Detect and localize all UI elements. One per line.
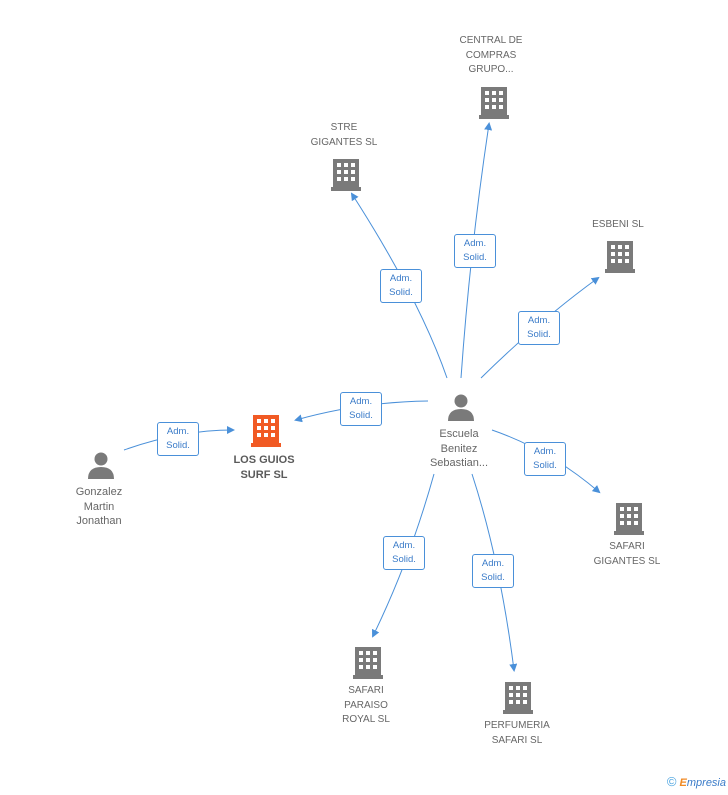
edge-label-line2: Solid. xyxy=(481,572,505,583)
node-guios-name[interactable]: LOS GUIOS SURF SL xyxy=(233,454,295,481)
node-central-name[interactable]: Escuela Benitez Sebastian... xyxy=(429,428,489,469)
edge-label-line2: Solid. xyxy=(527,329,551,340)
edge-label-line1: Adm. xyxy=(463,238,487,249)
building-icon[interactable] xyxy=(353,645,383,679)
building-icon[interactable] xyxy=(503,680,533,714)
edge-label-line1: Adm. xyxy=(527,315,551,326)
edge-label-central-compras: Adm. Solid. xyxy=(454,234,496,268)
brand-name: mpresia xyxy=(686,777,726,789)
node-stre-name[interactable]: STRE GIGANTES SL xyxy=(310,122,378,148)
edge-label-line1: Adm. xyxy=(481,558,505,569)
edge-label-line1: Adm. xyxy=(166,426,190,437)
edge-label-safari-paraiso: Adm. Solid. xyxy=(383,536,425,570)
edge-label-line2: Solid. xyxy=(166,440,190,451)
edge-label-guios: Adm. Solid. xyxy=(340,392,382,426)
edge-label-line1: Adm. xyxy=(349,396,373,407)
copyright-icon: © xyxy=(666,774,677,789)
node-gonzalez-name[interactable]: Gonzalez Martin Jonathan xyxy=(75,486,123,527)
node-safari-gigantes-name[interactable]: SAFARI GIGANTES SL xyxy=(593,541,661,567)
edge-label-esbeni: Adm. Solid. xyxy=(518,311,560,345)
edge-label-line2: Solid. xyxy=(392,554,416,565)
person-icon[interactable] xyxy=(446,392,476,422)
brand-initial: E xyxy=(679,777,687,789)
node-central-compras-name[interactable]: CENTRAL DE COMPRAS GRUPO... xyxy=(459,35,523,75)
edge-label-gonzalez: Adm. Solid. xyxy=(157,422,199,456)
building-icon[interactable] xyxy=(614,501,644,535)
edge-label-line1: Adm. xyxy=(392,540,416,551)
edge-label-line1: Adm. xyxy=(533,446,557,457)
building-icon[interactable] xyxy=(251,413,281,447)
edge-label-line2: Solid. xyxy=(463,252,487,263)
edge-label-line1: Adm. xyxy=(389,273,413,284)
edge-label-safari-gigantes: Adm. Solid. xyxy=(524,442,566,476)
edge-label-perfumeria: Adm. Solid. xyxy=(472,554,514,588)
node-esbeni-name[interactable]: ESBENI SL xyxy=(592,219,644,230)
empresia-credit[interactable]: © Empresia xyxy=(667,774,726,789)
building-icon[interactable] xyxy=(479,85,509,119)
edge-label-line2: Solid. xyxy=(389,287,413,298)
edge-label-stre: Adm. Solid. xyxy=(380,269,422,303)
building-icon[interactable] xyxy=(605,239,635,273)
node-safari-paraiso-name[interactable]: SAFARI PARAISO ROYAL SL xyxy=(342,685,390,725)
edge-label-line2: Solid. xyxy=(349,410,373,421)
person-icon[interactable] xyxy=(86,450,116,480)
node-perfumeria-name[interactable]: PERFUMERIA SAFARI SL xyxy=(484,720,550,746)
building-icon[interactable] xyxy=(331,157,361,191)
edge-label-line2: Solid. xyxy=(533,460,557,471)
